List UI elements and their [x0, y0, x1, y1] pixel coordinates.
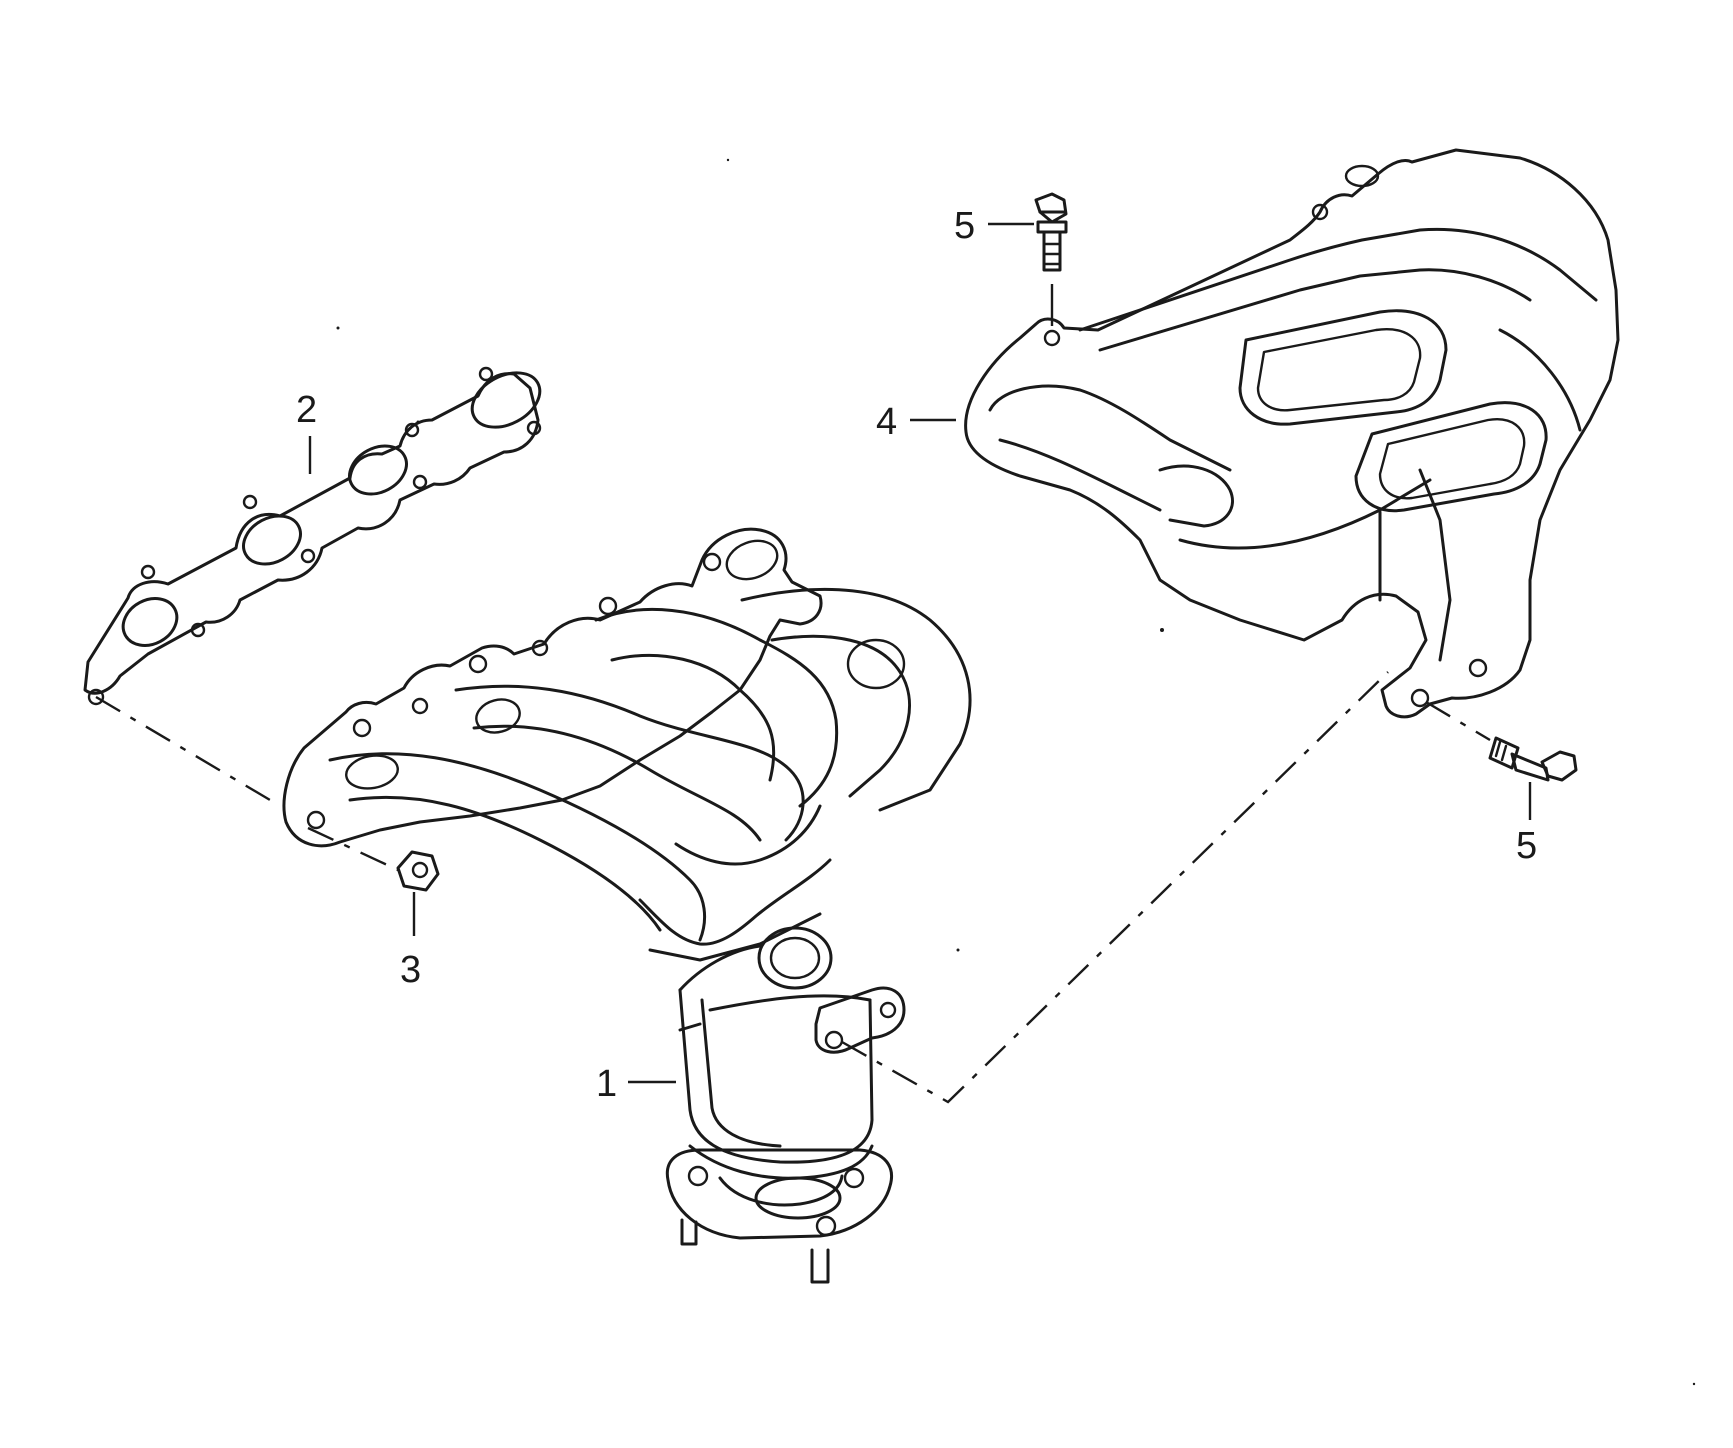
bolt-top — [1034, 192, 1068, 272]
leader-lines — [308, 222, 1532, 1084]
assembly-dash-lines — [95, 671, 1491, 1104]
exhaust-manifold-with-catalytic-converter — [282, 527, 972, 1284]
manifold-gasket — [83, 366, 542, 706]
bolt-bottom — [1488, 736, 1578, 782]
callout-part-1: 1 — [596, 1063, 617, 1105]
callout-part-5-top: 5 — [954, 205, 975, 247]
callout-part-5-bottom: 5 — [1516, 825, 1537, 867]
callout-part-4: 4 — [876, 401, 897, 443]
callout-part-2: 2 — [296, 389, 317, 431]
heat-shield — [964, 148, 1620, 719]
callout-part-3: 3 — [400, 949, 421, 991]
scan-specks — [336, 158, 1696, 1386]
manifold-nut — [396, 850, 440, 892]
